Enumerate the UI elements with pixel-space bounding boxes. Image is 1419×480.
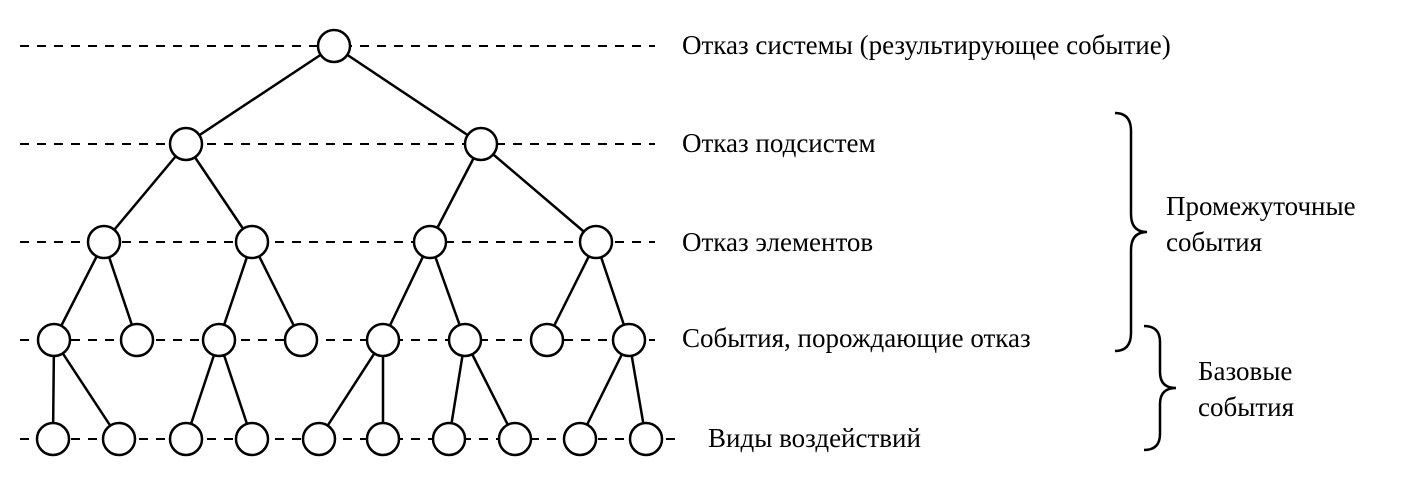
tree-edge — [428, 143, 483, 243]
tree-edge — [428, 241, 467, 341]
causing-event-node — [611, 322, 647, 358]
impact-type-node — [431, 421, 467, 457]
causing-event-node — [447, 322, 483, 358]
level-label-impact-types: Виды воздействий — [708, 423, 921, 453]
element-failure-node — [86, 224, 122, 260]
impact-type-node — [628, 421, 664, 457]
tree-edge — [578, 339, 631, 440]
tree-nodes — [35, 28, 664, 457]
tree-edge — [463, 339, 517, 440]
element-failure-node — [578, 224, 614, 260]
tree-edge — [480, 143, 597, 243]
level-label-causing-events: События, порождающие отказ — [682, 323, 1031, 353]
group-braces — [1114, 111, 1177, 452]
impact-type-node — [35, 421, 71, 457]
tree-edge — [317, 339, 385, 440]
level-label-system-failure: Отказ системы (результирующее событие) — [682, 30, 1171, 60]
impact-type-node — [101, 421, 137, 457]
tree-edge — [381, 241, 432, 341]
element-failure-node — [234, 224, 270, 260]
tree-edge — [52, 241, 106, 341]
level-label-subsystem-failure: Отказ подсистем — [682, 128, 876, 158]
tree-edge — [250, 241, 303, 341]
group-label-intermediate-line1: Промежуточные — [1166, 191, 1356, 221]
causing-event-node — [119, 322, 155, 358]
causing-event-node — [201, 322, 237, 358]
impact-type-node — [234, 421, 270, 457]
tree-edge — [184, 339, 221, 440]
impact-type-node — [497, 421, 533, 457]
impact-type-node — [562, 421, 598, 457]
tree-edge — [333, 44, 482, 146]
tree-edge — [184, 143, 254, 243]
causing-event-node — [283, 322, 319, 358]
group-label-base-line1: Базовые — [1198, 356, 1293, 386]
system-failure-node — [316, 28, 352, 64]
tree-edge — [103, 143, 187, 243]
subsystem-failure-node — [168, 126, 204, 162]
group-label-base-line2: события — [1198, 392, 1295, 422]
element-failure-node — [412, 224, 448, 260]
tree-edge — [185, 44, 335, 146]
base-events-brace — [1143, 324, 1177, 452]
group-label-intermediate-line2: события — [1166, 227, 1263, 257]
group-label-base-events: Базовые события — [1198, 353, 1294, 425]
tree-edge — [545, 241, 598, 341]
causing-event-node — [36, 322, 72, 358]
tree-edge — [217, 339, 254, 440]
group-label-intermediate-events: Промежуточные события — [1166, 188, 1356, 260]
causing-event-node — [529, 322, 565, 358]
level-label-element-failure: Отказ элементов — [682, 227, 874, 257]
impact-type-node — [301, 421, 337, 457]
causing-event-node — [365, 322, 401, 358]
subsystem-failure-node — [463, 126, 499, 162]
tree-edge — [52, 339, 121, 440]
impact-type-node — [365, 421, 401, 457]
impact-type-node — [168, 421, 204, 457]
intermediate-events-brace — [1114, 111, 1148, 353]
